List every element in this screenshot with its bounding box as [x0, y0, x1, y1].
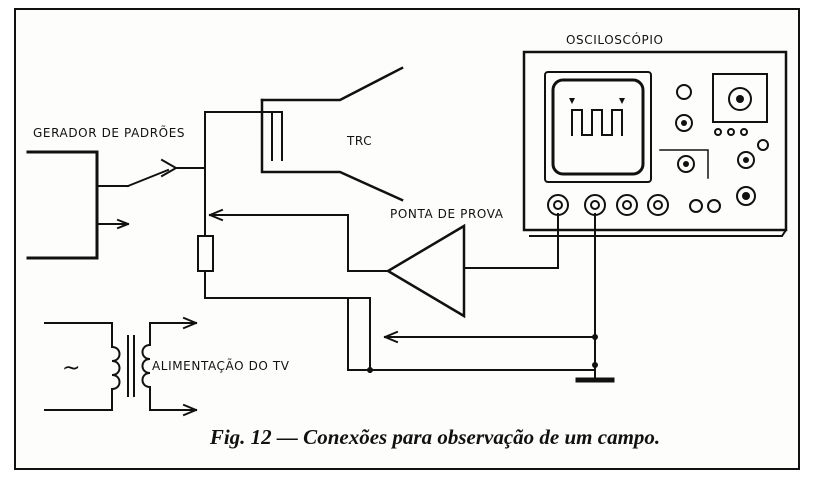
oscilloscope [522, 50, 788, 237]
ground-lines [347, 213, 615, 383]
power-transformer [44, 316, 198, 417]
crt-symbol [204, 66, 404, 202]
probe-line [208, 208, 389, 272]
pattern-generator-label: GERADOR DE PADRÕES [33, 125, 185, 140]
signal-line [197, 111, 371, 373]
probe-label: PONTA DE PROVA [390, 207, 504, 221]
ac-symbol: ~ [62, 356, 81, 381]
tv-power-label: ALIMENTAÇÃO DO TV [152, 358, 290, 373]
resistor [197, 235, 214, 272]
figure-caption: Fig. 12 — Conexões para observação de um… [209, 425, 660, 449]
switch-contact [126, 158, 206, 188]
figure-frame [14, 8, 800, 470]
waveform-trace [571, 109, 623, 136]
oscilloscope-label: OSCILOSCÓPIO [566, 32, 664, 47]
crt-label: TRC [346, 134, 372, 148]
pattern-generator-box [26, 150, 130, 260]
probe-amplifier [385, 213, 559, 319]
